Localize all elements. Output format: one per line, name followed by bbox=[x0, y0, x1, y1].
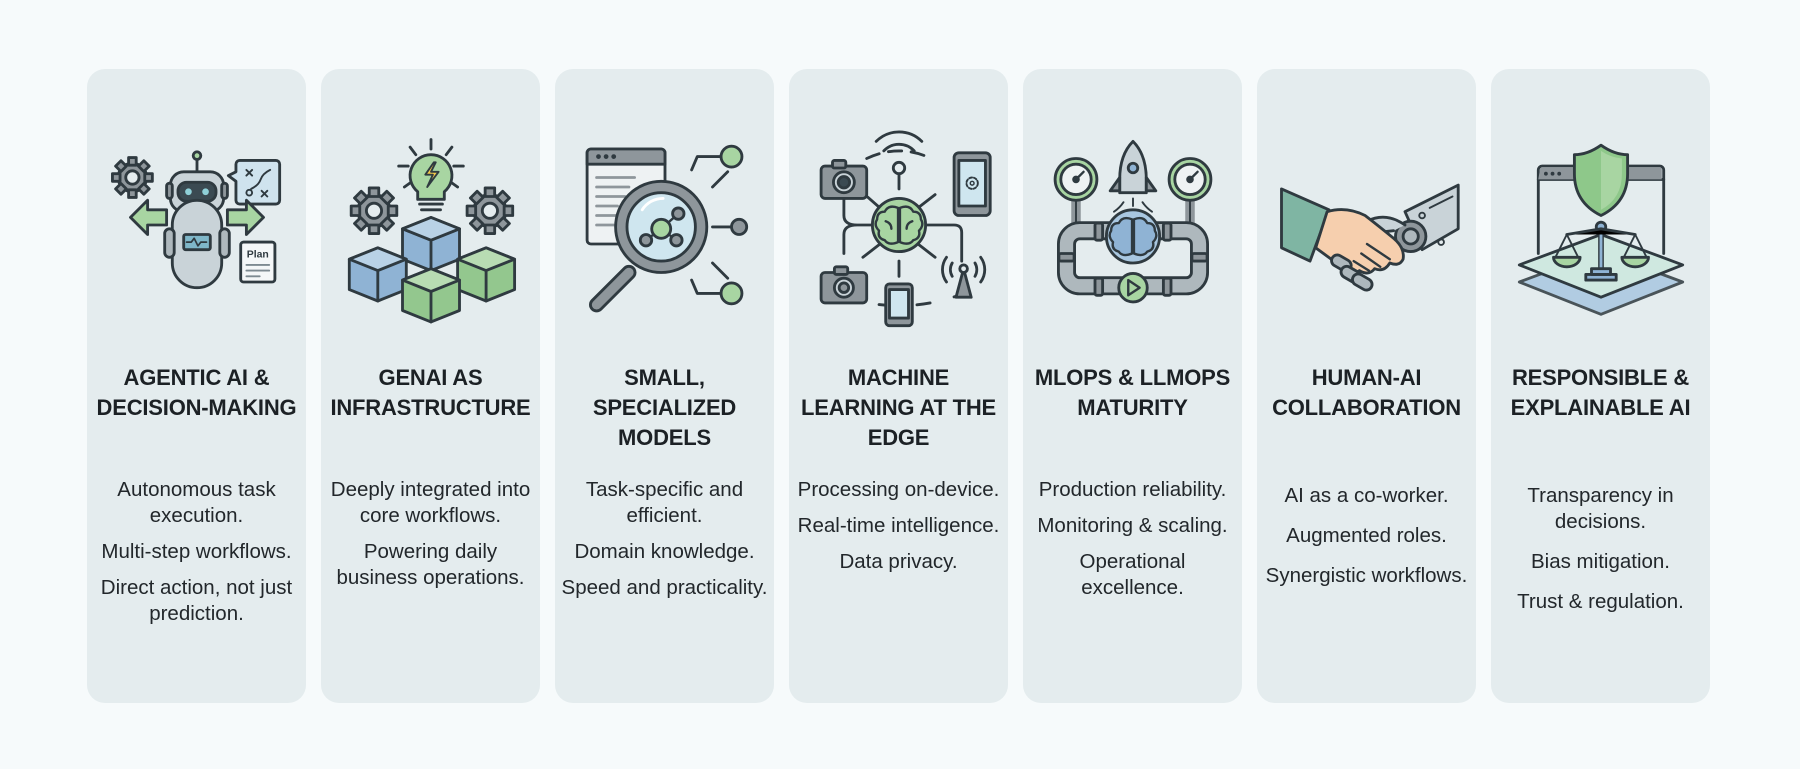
gauge-icon bbox=[1053, 157, 1098, 202]
card-human-ai: HUMAN-AI COLLABORATION AI as a co-worker… bbox=[1257, 69, 1476, 703]
bullet-item: Multi-step workflows. bbox=[101, 540, 292, 563]
trend-cards-row: Plan AGENTIC AI & DECISION-MAKING Autono… bbox=[87, 69, 1710, 703]
bullet-list: Production reliability. Monitoring & sca… bbox=[1023, 477, 1242, 601]
cube-icon bbox=[400, 215, 461, 273]
handshake-robot-icon bbox=[1267, 125, 1467, 325]
bullet-item: Monitoring & scaling. bbox=[1037, 514, 1228, 537]
card-edge-ml: MACHINE LEARNING AT THE EDGE Processing … bbox=[789, 69, 1008, 703]
brain-icon bbox=[873, 205, 924, 245]
bullet-list: Transparency in decisions. Bias mitigati… bbox=[1491, 483, 1710, 615]
bullet-item: Autonomous task execution. bbox=[117, 478, 276, 527]
bullet-item: Transparency in decisions. bbox=[1527, 484, 1674, 533]
card-small-models: SMALL, SPECIALIZED MODELS Task-specific … bbox=[555, 69, 774, 703]
bullet-item: Speed and practicality. bbox=[561, 576, 768, 599]
cube-icon bbox=[455, 246, 516, 303]
camera-icon bbox=[819, 265, 868, 305]
cube-icon bbox=[347, 246, 408, 303]
bullet-item: Direct action, not just prediction. bbox=[100, 576, 293, 625]
human-sleeve bbox=[1279, 187, 1330, 263]
smartphone-gear-icon bbox=[952, 151, 992, 217]
play-button-icon bbox=[1116, 272, 1149, 304]
card-title: SMALL, SPECIALIZED MODELS bbox=[592, 365, 737, 450]
arrow-left-icon bbox=[128, 198, 168, 236]
card-title: MACHINE LEARNING AT THE EDGE bbox=[801, 365, 996, 450]
card-title: RESPONSIBLE & EXPLAINABLE AI bbox=[1510, 365, 1691, 420]
gear-icon bbox=[465, 186, 514, 235]
lightbulb-cubes-icon bbox=[331, 125, 531, 325]
bullet-item: Augmented roles. bbox=[1286, 524, 1447, 547]
edge-devices-brain-icon bbox=[799, 125, 999, 328]
bullet-item: Task-specific and efficient. bbox=[585, 478, 744, 527]
shield-scales-icon bbox=[1501, 125, 1701, 325]
card-title: AGENTIC AI & DECISION-MAKING bbox=[96, 365, 297, 420]
card-title: HUMAN-AI COLLABORATION bbox=[1272, 365, 1461, 420]
bullet-list: Processing on-device. Real-time intellig… bbox=[792, 477, 1006, 575]
browser-window-icon bbox=[1536, 164, 1665, 255]
magnifying-glass-icon bbox=[588, 179, 708, 313]
bullet-item: AI as a co-worker. bbox=[1284, 484, 1449, 507]
card-responsible-ai: RESPONSIBLE & EXPLAINABLE AI Transparenc… bbox=[1491, 69, 1710, 703]
bullet-item: Trust & regulation. bbox=[1517, 590, 1684, 613]
card-genai-infrastructure: GENAI AS INFRASTRUCTURE Deeply integrate… bbox=[321, 69, 540, 703]
bullet-item: Processing on-device. bbox=[797, 478, 1000, 501]
cube-icon bbox=[400, 267, 461, 324]
bullet-list: Task-specific and efficient. Domain know… bbox=[555, 477, 774, 601]
robot-agent-icon: Plan bbox=[97, 125, 297, 325]
arrow-right-icon bbox=[225, 198, 265, 236]
bullet-item: Operational excellence. bbox=[1079, 550, 1186, 599]
plan-document-icon: Plan bbox=[238, 240, 276, 284]
bullet-item: Production reliability. bbox=[1038, 478, 1227, 501]
card-agentic-ai: Plan AGENTIC AI & DECISION-MAKING Autono… bbox=[87, 69, 306, 703]
bullet-list: Autonomous task execution. Multi-step wo… bbox=[87, 477, 306, 627]
bullet-item: Real-time intelligence. bbox=[797, 514, 1000, 537]
card-title: MLOPS & LLMOPS MATURITY bbox=[1034, 365, 1231, 420]
bullet-item: Deeply integrated into core workflows. bbox=[330, 478, 531, 527]
scales-icon bbox=[1551, 220, 1650, 282]
bullet-item: Data privacy. bbox=[839, 550, 958, 573]
bullet-item: Bias mitigation. bbox=[1530, 550, 1670, 573]
rocket-icon bbox=[1108, 139, 1157, 213]
pipeline-rocket-icon bbox=[1033, 125, 1233, 325]
wifi-icon bbox=[874, 130, 923, 176]
plan-label: Plan bbox=[246, 249, 268, 260]
gauge-icon bbox=[1167, 157, 1212, 202]
smartphone-icon bbox=[883, 282, 914, 328]
brain-icon bbox=[1107, 216, 1158, 257]
bullet-item: Domain knowledge. bbox=[574, 540, 755, 563]
bullet-list: Deeply integrated into core workflows. P… bbox=[321, 477, 540, 591]
bullet-item: Powering daily business operations. bbox=[336, 540, 525, 589]
gear-icon bbox=[349, 186, 398, 235]
strategy-bubble-icon bbox=[226, 158, 281, 206]
antenna-icon bbox=[940, 255, 986, 299]
magnifier-network-icon bbox=[565, 125, 765, 325]
card-title: GENAI AS INFRASTRUCTURE bbox=[330, 365, 531, 420]
bullet-list: AI as a co-worker. Augmented roles. Syne… bbox=[1260, 483, 1474, 589]
gear-icon bbox=[110, 156, 154, 199]
camera-icon bbox=[819, 158, 868, 200]
card-mlops: MLOPS & LLMOPS MATURITY Production relia… bbox=[1023, 69, 1242, 703]
bullet-item: Synergistic workflows. bbox=[1265, 564, 1468, 587]
